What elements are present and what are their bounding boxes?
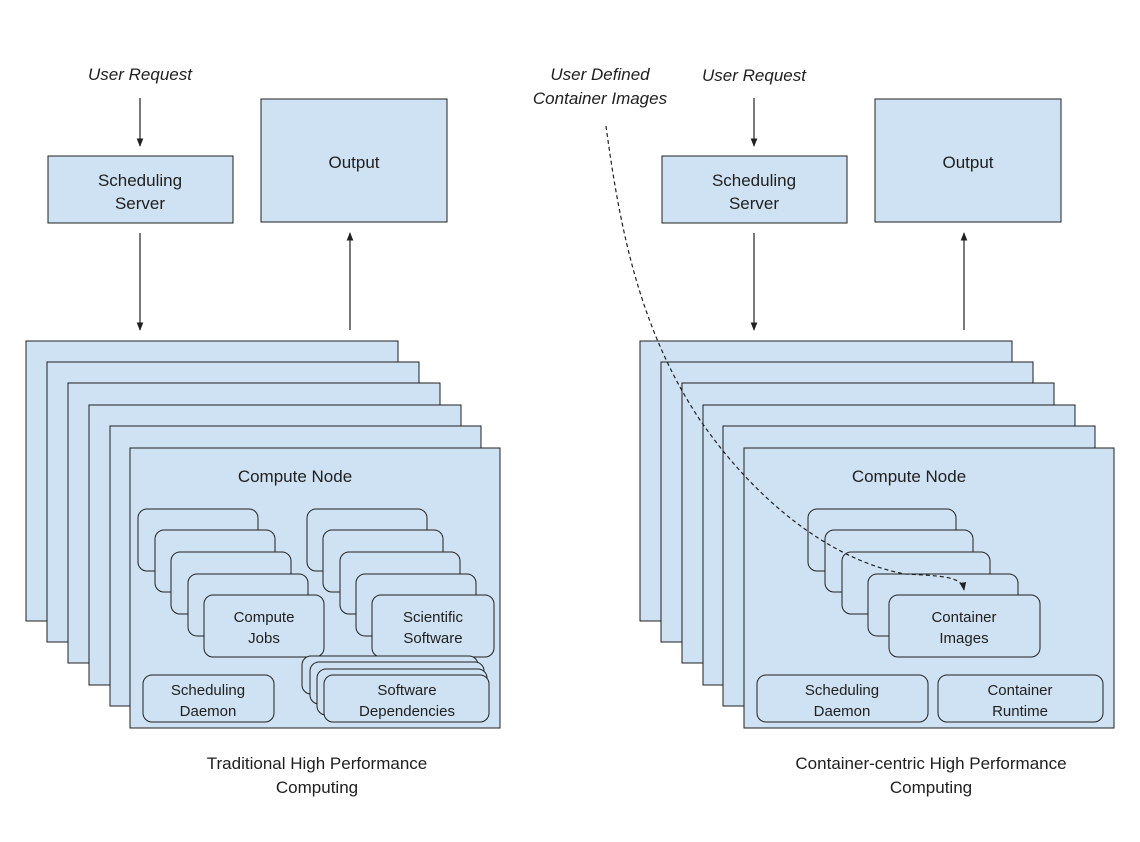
left-scientific-software-label-1: Scientific: [403, 609, 464, 626]
left-scheduling-daemon-box: [142, 674, 275, 723]
left-compute-jobs-label-1: Compute: [234, 609, 295, 626]
left-scheduling-server-label-2: Server: [115, 194, 165, 213]
right-output-label: Output: [942, 153, 993, 172]
left-caption-line-1: Traditional High Performance: [207, 754, 427, 773]
right-caption-line-1: Container-centric High Performance: [795, 754, 1066, 773]
left-output-box: [260, 98, 448, 223]
right-container-images-label-1: Container: [931, 609, 996, 626]
left-scheduling-server-label-1: Scheduling: [98, 171, 182, 190]
left-software-dependencies-label-1: Software: [377, 682, 436, 699]
right-scheduling-server-label-1: Scheduling: [712, 171, 796, 190]
right-scheduling-daemon-box: [756, 674, 929, 723]
right-compute-node-label: Compute Node: [852, 467, 966, 486]
left-compute-jobs-box: [203, 594, 325, 658]
container-hpc-diagram: User Defined Container Images User Reque…: [533, 65, 1115, 797]
user-image-flow-arrow: [605, 125, 967, 591]
right-container-runtime-label-2: Runtime: [992, 703, 1048, 720]
right-container-runtime-box: [937, 674, 1104, 723]
right-container-images-label-2: Images: [939, 630, 988, 647]
right-scheduling-daemon-label-1: Scheduling: [805, 682, 879, 699]
left-scientific-software-box: [371, 594, 495, 658]
left-output-label: Output: [328, 153, 379, 172]
left-compute-jobs-label-2: Jobs: [248, 630, 280, 647]
left-scheduling-daemon-label-2: Daemon: [180, 703, 237, 720]
right-scheduling-server-label-2: Server: [729, 194, 779, 213]
right-output-box: [874, 98, 1062, 223]
traditional-hpc-diagram: User Request Scheduling Server Output Co…: [25, 65, 501, 797]
left-user-request-label: User Request: [88, 65, 193, 84]
left-software-dependencies-box: [323, 674, 490, 723]
left-software-dependencies-label-2: Dependencies: [359, 703, 455, 720]
left-caption-line-2: Computing: [276, 778, 358, 797]
right-container-images-box: [888, 594, 1041, 658]
right-caption-line-2: Computing: [890, 778, 972, 797]
left-compute-node-label: Compute Node: [238, 467, 352, 486]
left-scheduling-daemon-label-1: Scheduling: [171, 682, 245, 699]
left-scheduling-server-box: [47, 155, 234, 224]
right-user-defined-label-1: User Defined: [550, 65, 650, 84]
right-user-defined-label-2: Container Images: [533, 89, 668, 108]
right-scheduling-server-box: [661, 155, 848, 224]
left-scientific-software-label-2: Software: [403, 630, 462, 647]
right-user-request-label: User Request: [702, 66, 807, 85]
right-scheduling-daemon-label-2: Daemon: [814, 703, 871, 720]
right-container-runtime-label-1: Container: [987, 682, 1052, 699]
